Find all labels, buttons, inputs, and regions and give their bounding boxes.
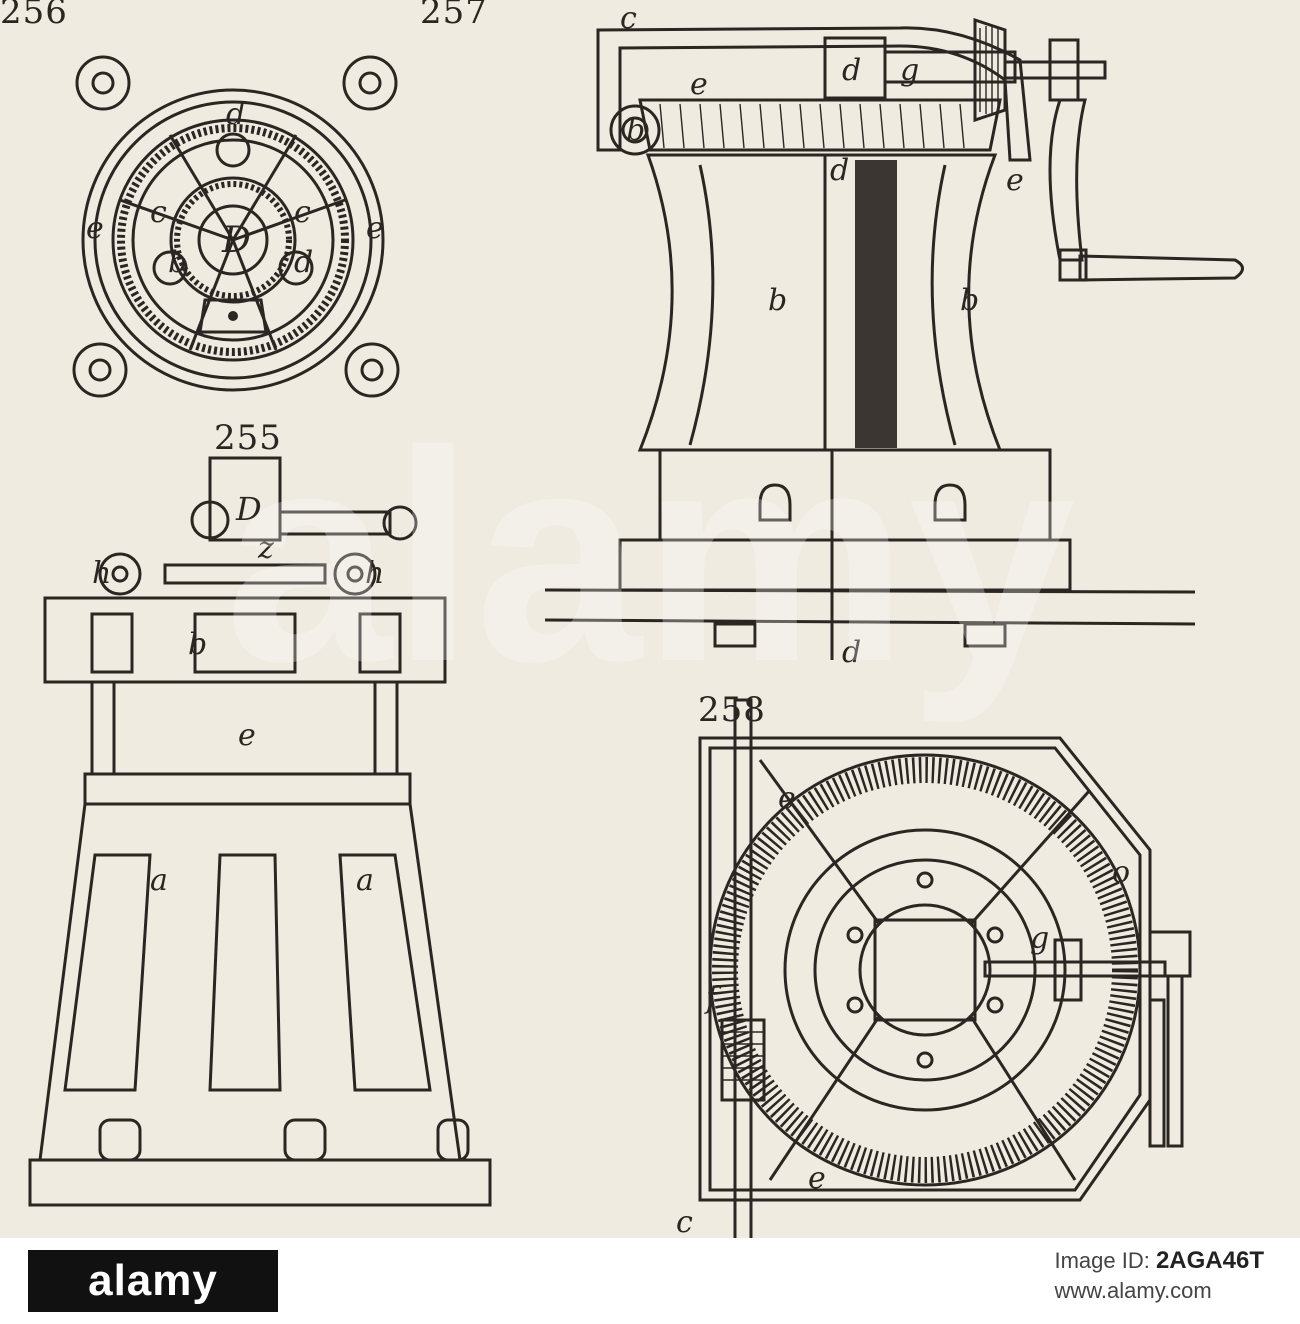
fig257-label-d-mid: d: [830, 153, 849, 188]
fig257-label-g: g: [900, 53, 919, 88]
alamy-logo[interactable]: alamy: [28, 1250, 278, 1312]
fig257-label-b-left: b: [768, 283, 787, 318]
fig255-label-h-right: h: [365, 556, 384, 591]
figure-number-256: 256: [0, 0, 68, 32]
figure-256-drawing: d c c b d D e e: [72, 55, 400, 398]
figure-257-drawing: c d g e b d e b b d: [544, 1, 1244, 670]
site-url[interactable]: www.alamy.com: [1054, 1278, 1212, 1303]
fig257-label-b-right: b: [960, 283, 979, 318]
engraving-svg: d c c b d D e e: [28, 1, 1244, 1238]
fig258-label-e-bottom: e: [808, 1161, 826, 1196]
figure-255-drawing: h D z h b e a a: [28, 456, 492, 1207]
fig257-label-d-bottom: d: [842, 635, 861, 670]
fig256-label-d-top: d: [226, 97, 245, 132]
stock-footer-bar: alamy Image ID: 2AGA46T www.alamy.com: [0, 1238, 1300, 1324]
fig256-label-c-right: c: [294, 195, 311, 230]
fig255-label-a-left: a: [150, 863, 168, 898]
figure-number-257: 257: [420, 0, 488, 32]
fig256-label-d-right: d: [294, 245, 313, 280]
fig258-label-c: c: [676, 1205, 693, 1238]
fig258-label-o: o: [1112, 855, 1130, 890]
fig256-label-D-center: D: [221, 220, 251, 261]
alamy-watermark: alamy: [225, 388, 1078, 726]
image-reference: Image ID: 2AGA46T www.alamy.com: [1054, 1246, 1264, 1306]
fig255-label-e: e: [238, 718, 256, 753]
figure-number-258: 258: [698, 690, 766, 730]
fig255-label-a-right: a: [356, 863, 374, 898]
engraved-plate: 256 257 255 258: [0, 0, 1244, 1238]
fig257-label-e-top: e: [690, 67, 708, 102]
fig257-label-d-box: d: [842, 53, 861, 88]
figure-number-255: 255: [214, 418, 282, 458]
figure-258-drawing: e o f g e c: [676, 698, 1192, 1238]
fig256-label-c-left: c: [150, 195, 167, 230]
fig256-label-b: b: [168, 245, 187, 280]
fig257-gear-hatch: [659, 103, 965, 149]
image-id-prefix: Image ID:: [1054, 1248, 1150, 1273]
fig257-label-b-pivot: b: [626, 113, 645, 148]
fig255-label-D: D: [235, 490, 262, 528]
fig255-label-z: z: [257, 531, 274, 566]
fig257-label-e-right: e: [1006, 163, 1024, 198]
fig257-label-c: c: [620, 1, 637, 36]
fig256-label-e-right: e: [366, 211, 384, 246]
fig256-label-e-left: e: [86, 211, 104, 246]
fig255-label-h-left: h: [92, 556, 111, 591]
fig258-label-e-top: e: [778, 781, 796, 816]
fig258-label-g: g: [1030, 921, 1049, 956]
fig255-label-b: b: [188, 627, 207, 662]
image-id: 2AGA46T: [1155, 1247, 1264, 1274]
